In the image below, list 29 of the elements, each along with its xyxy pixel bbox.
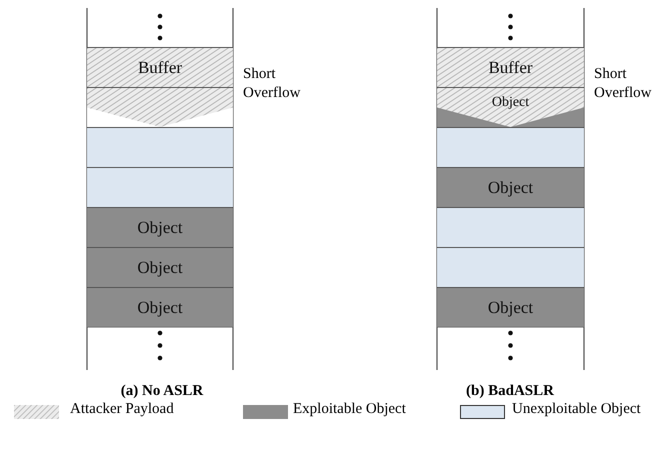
buffer-block bbox=[437, 47, 584, 87]
block-label: Object bbox=[488, 178, 534, 198]
object-block bbox=[437, 287, 584, 327]
memory-block bbox=[437, 247, 584, 287]
object-block bbox=[87, 247, 233, 287]
memory-block bbox=[87, 167, 233, 207]
block-label: Object bbox=[137, 258, 183, 278]
object-block bbox=[437, 167, 584, 207]
legend-label: Attacker Payload bbox=[70, 401, 174, 418]
panel-caption: (b) BadASLR bbox=[466, 383, 554, 400]
object-block bbox=[87, 287, 233, 327]
block-label: Object bbox=[137, 218, 183, 238]
object-block bbox=[87, 207, 233, 247]
block-label: Buffer bbox=[488, 58, 533, 78]
memory-block bbox=[87, 127, 233, 167]
memory-block bbox=[437, 207, 584, 247]
panel-caption: (a) No ASLR bbox=[120, 383, 204, 400]
memory-block bbox=[437, 127, 584, 167]
overflow-block bbox=[437, 87, 584, 127]
overflow-block bbox=[87, 87, 233, 127]
block-label: Object bbox=[492, 94, 530, 110]
buffer-block bbox=[87, 47, 233, 87]
block-label: Object bbox=[137, 298, 183, 318]
block-label: Buffer bbox=[138, 58, 182, 78]
legend-label: Exploitable Object bbox=[293, 401, 406, 418]
overflow-note: Short Overflow bbox=[243, 65, 302, 103]
overflow-note: Short Overflow bbox=[594, 65, 652, 103]
block-label: Object bbox=[488, 298, 534, 318]
legend-label: Unexploitable Object bbox=[512, 401, 641, 418]
